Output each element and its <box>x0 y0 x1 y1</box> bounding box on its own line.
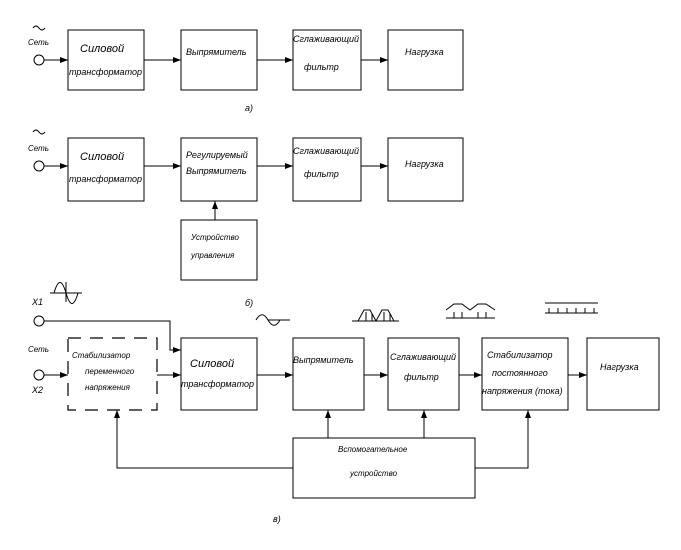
caption-a: а) <box>245 103 253 113</box>
transformer-label-1: Силовой <box>80 151 124 163</box>
aux-label-1: Вспомогательное <box>338 445 408 454</box>
feedback-line-ac-stabilizer <box>114 410 293 469</box>
x1-bypass-line <box>44 320 181 353</box>
rectifier-label-2: Выпрямитель <box>186 166 247 176</box>
filter-block <box>292 29 362 91</box>
dc-stabilizer-label-1: Стабилизатор <box>487 350 553 360</box>
source-label: Сеть <box>28 38 49 47</box>
dc-stabilizer-block <box>481 337 569 411</box>
rectifier-label-1: Регулируемый <box>186 150 248 160</box>
x1-terminal <box>33 315 45 327</box>
filter-label-2: фильтр <box>304 62 339 72</box>
rectifier-block <box>180 29 258 91</box>
rectifier-label: Выпрямитель <box>186 47 247 57</box>
ripple-wave-icon <box>445 303 496 319</box>
diagram-c: X1 Сеть X2 Стабилизатор переменного напр… <box>28 282 660 524</box>
transformer-label-1: Силовой <box>190 358 234 370</box>
regulated-rectifier-block <box>180 137 258 202</box>
transformer-block <box>67 29 145 91</box>
transformer-label-1: Силовой <box>80 43 124 55</box>
source-label: Сеть <box>28 144 49 153</box>
source-terminal <box>33 369 45 381</box>
load-block <box>387 137 464 202</box>
x1-label: X1 <box>31 297 43 307</box>
load-block <box>586 337 660 411</box>
filter-block <box>292 137 362 202</box>
dc-stabilizer-label-3: напряжения (тока) <box>482 386 563 396</box>
input-terminal <box>33 160 45 172</box>
caption-c: в) <box>273 514 281 524</box>
rectifier-block <box>292 337 365 411</box>
transformer-label-2: трансформатор <box>181 379 254 389</box>
filter-label-2: фильтр <box>304 169 339 179</box>
diagram-b: Сеть Силовой трансформатор Регулируемый … <box>28 129 464 308</box>
dc-stabilizer-label-2: постоянного <box>492 368 548 378</box>
aux-label-2: устройство <box>349 469 398 478</box>
transformer-block <box>67 137 145 202</box>
ac-stabilizer-label-3: напряжения <box>85 383 131 392</box>
load-label: Нагрузка <box>405 159 444 169</box>
dc-wave-icon <box>545 302 598 314</box>
load-block <box>387 29 464 91</box>
input-terminal <box>33 54 45 66</box>
transformer-label-2: трансформатор <box>69 67 142 77</box>
control-device-block <box>180 219 258 281</box>
filter-label-1: Сглаживающий <box>293 34 359 44</box>
load-label: Нагрузка <box>600 362 639 372</box>
rectified-wave-icon <box>352 309 399 323</box>
rectifier-label: Выпрямитель <box>293 355 354 365</box>
load-label: Нагрузка <box>405 47 444 57</box>
filter-label-1: Сглаживающий <box>293 146 359 156</box>
diagram-a: Сеть Силовой трансформатор Выпрямитель С… <box>28 25 464 113</box>
x2-label: X2 <box>31 385 43 395</box>
control-label-1: Устройство <box>190 233 240 242</box>
ac-wave-icon <box>32 25 46 31</box>
filter-block <box>387 337 460 411</box>
filter-label-2: фильтр <box>404 372 439 382</box>
source-label: Сеть <box>28 345 49 354</box>
ac-stabilizer-label-1: Стабилизатор <box>72 351 131 360</box>
ac-wave-icon <box>32 129 46 135</box>
filter-label-1: Сглаживающий <box>390 352 456 362</box>
ac-stabilizer-block <box>67 337 158 411</box>
ac-stabilizer-label-2: переменного <box>85 367 135 376</box>
arrow-aux-dc-stabilizer <box>475 410 531 469</box>
control-label-2: управления <box>190 251 235 260</box>
sine-wave-icon <box>50 282 82 304</box>
transformer-label-2: трансформатор <box>69 174 142 184</box>
transformer-block <box>180 337 258 411</box>
caption-b: б) <box>245 298 253 308</box>
auxiliary-device-block <box>292 437 476 499</box>
